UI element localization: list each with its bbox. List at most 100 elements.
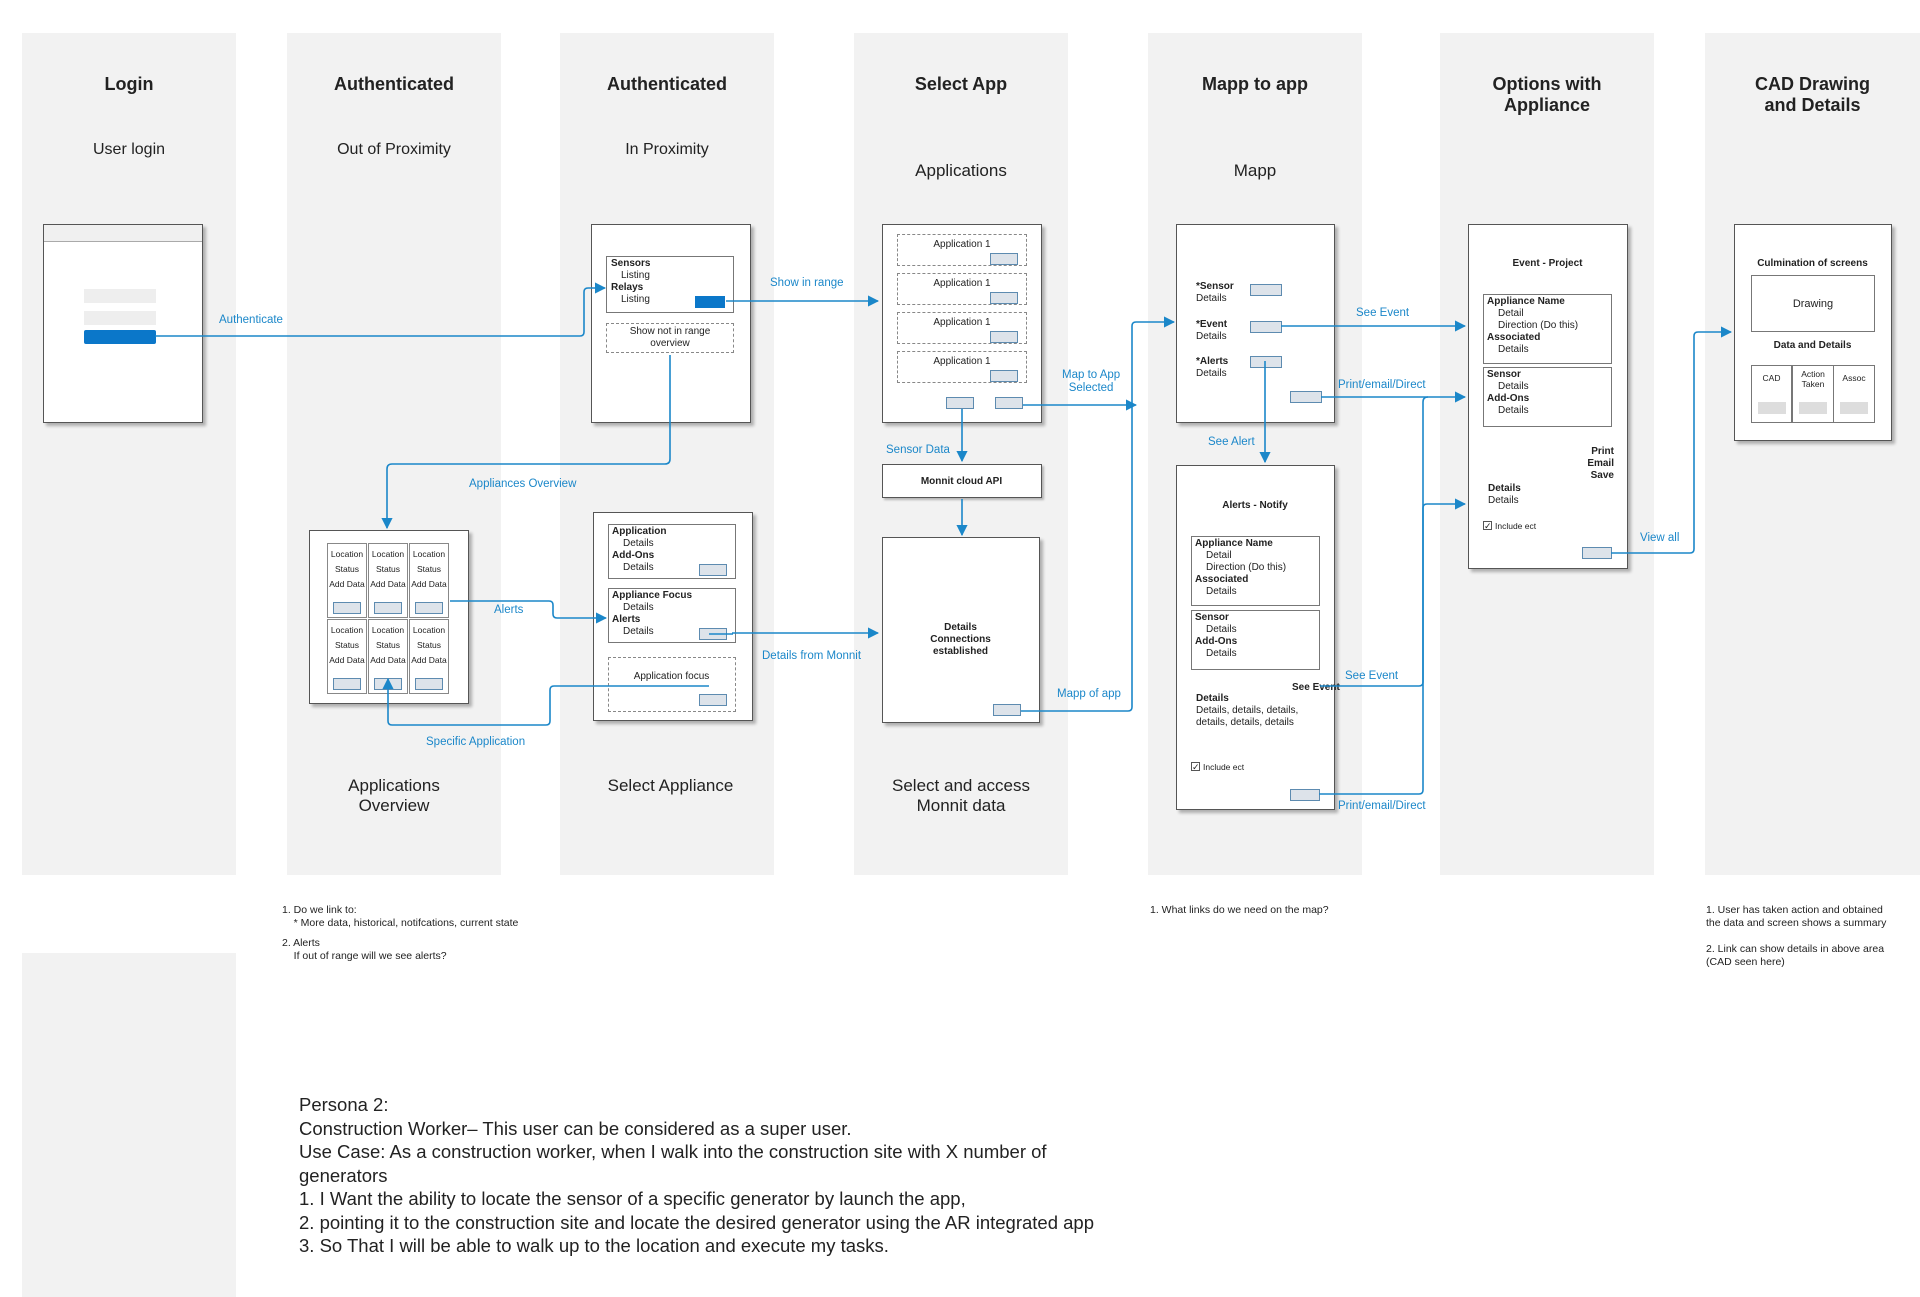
sensors-label: Sensors [611,258,651,269]
print-action[interactable]: Print [1591,446,1614,457]
application-label: Application 1 [933,239,991,250]
proximity-screen: Sensors Listing Relays Listing Show not … [591,224,751,423]
column-out-of-proximity [287,33,501,875]
show-in-range-button[interactable] [695,296,725,308]
see-event-bottom-link[interactable]: See Event [1345,670,1399,682]
column-cad [1705,33,1920,875]
overview-cell[interactable]: Location Status Add Data [409,543,449,618]
mapp-sensor-label: *Sensor [1196,281,1234,292]
view-all-connector [1611,326,1733,554]
application-panel-button[interactable] [699,564,727,576]
data-details-heading: Data and Details [1773,340,1852,351]
column-title: Authenticated [606,74,727,94]
associated-details: Details [1206,586,1237,597]
see-alert-link[interactable]: See Alert [1208,436,1255,448]
cell-location: Location [412,625,446,635]
authenticate-link[interactable]: Authenticate [219,314,283,326]
note-col7b: 2. Link can show details in above area (… [1706,943,1885,968]
view-all-link[interactable]: View all [1640,532,1680,544]
appliances-overview-link[interactable]: Appliances Overview [469,478,577,490]
cad-tile[interactable]: CAD [1751,365,1792,423]
alerts-notify-title: Alerts - Notify [1222,500,1288,511]
monnit-api-box: Monnit cloud API [882,464,1042,498]
cell-button[interactable] [333,678,361,690]
note-col7a: 1. User has taken action and obtained th… [1706,904,1887,929]
mapp-event-label: *Event [1196,319,1228,330]
cell-button[interactable] [415,602,443,614]
relays-label: Relays [611,282,644,293]
application-button[interactable] [990,331,1018,343]
application-focus-panel[interactable]: Application focus [608,657,736,712]
see-event-label[interactable]: See Event [1292,682,1340,693]
print-top-link[interactable]: Print/email/Direct [1338,379,1426,391]
mapp-sensor-button[interactable] [1250,284,1282,296]
assoc-tile[interactable]: Assoc [1833,365,1875,423]
not-in-range-panel[interactable]: Show not in range overview [606,323,734,353]
map-to-app-link[interactable]: Map to App Selected [1062,369,1121,394]
event-sensor-panel: Sensor Details Add-Ons Details [1483,367,1612,427]
specific-application-return [382,677,709,726]
addons-label: Add-Ons [612,550,655,561]
action-tile-label: Action Taken [1801,369,1825,389]
mapp-alerts-button[interactable] [1250,356,1282,368]
application-focus-button[interactable] [699,694,727,706]
application-item[interactable]: Application 1 [897,351,1027,383]
application-button[interactable] [990,292,1018,304]
overview-cell[interactable]: Location Status Add Data [409,619,449,694]
cell-status: Status [375,640,401,650]
assoc-tile-label: Assoc [1842,373,1866,383]
alerts-notify-screen: Alerts - Notify Appliance Name Detail Di… [1176,465,1340,810]
print-bottom-link[interactable]: Print/email/Direct [1338,800,1426,812]
details-from-monnit-link[interactable]: Details from Monnit [762,650,862,662]
application-item[interactable]: Application 1 [897,234,1027,266]
cell-button[interactable] [374,602,402,614]
map-to-app-button[interactable] [995,397,1023,409]
application-item[interactable]: Application 1 [897,273,1027,305]
sensor-data-link[interactable]: Sensor Data [886,444,950,456]
appliance-focus-label: Appliance Focus [612,590,693,601]
cad-screen: Culmination of screens Drawing Data and … [1734,224,1892,441]
save-action[interactable]: Save [1590,470,1614,481]
show-in-range-link[interactable]: Show in range [770,277,844,289]
action-tile[interactable]: Action Taken [1792,365,1834,423]
mapp-event-button[interactable] [1250,321,1282,333]
mapp-of-app-button[interactable] [993,704,1021,716]
overview-cell[interactable]: Location Status Add Data [368,543,408,618]
email-action[interactable]: Email [1587,458,1614,469]
drawing-panel[interactable]: Drawing [1751,275,1875,332]
mapp-of-app-link[interactable]: Mapp of app [1057,688,1121,700]
cell-button[interactable] [415,678,443,690]
sensor-data-button[interactable] [946,397,974,409]
addons-details: Details [623,562,654,573]
culmination-title: Culmination of screens [1757,258,1868,269]
cell-status: Status [334,564,360,574]
applications-screen: Application 1 Application 1 Application … [882,224,1042,423]
include-checkbox[interactable]: ✓ [1483,521,1492,531]
username-field[interactable] [84,289,156,303]
assoc-tile-thumb [1840,402,1868,414]
column-title: Options with Appliance [1492,74,1602,115]
column-title: CAD Drawing and Details [1754,74,1870,115]
alerts-print-button[interactable] [1290,789,1320,801]
persona-line: generators [299,1164,388,1186]
overview-cell[interactable]: Location Status Add Data [327,619,367,694]
specific-application-link[interactable]: Specific Application [426,736,526,748]
login-button[interactable] [84,330,156,344]
application-button[interactable] [990,253,1018,265]
application-label: Application 1 [933,317,991,328]
alerts-link[interactable]: Alerts [494,604,524,616]
cell-button[interactable] [333,602,361,614]
password-field[interactable] [84,311,156,325]
include-checkbox[interactable]: ✓ [1191,762,1200,772]
column-title: Login [104,74,154,94]
appliance-name-label: Appliance Name [1487,296,1565,307]
cad-tile-label: CAD [1762,373,1781,383]
overview-cell[interactable]: Location Status Add Data [327,543,367,618]
persona-line: Construction Worker– This user can be co… [299,1117,852,1139]
see-event-top-link[interactable]: See Event [1356,307,1410,319]
application-panel: Application Details Add-Ons Details [608,524,736,579]
cell-add-data: Add Data [411,655,447,665]
application-button[interactable] [990,370,1018,382]
application-item[interactable]: Application 1 [897,312,1027,344]
